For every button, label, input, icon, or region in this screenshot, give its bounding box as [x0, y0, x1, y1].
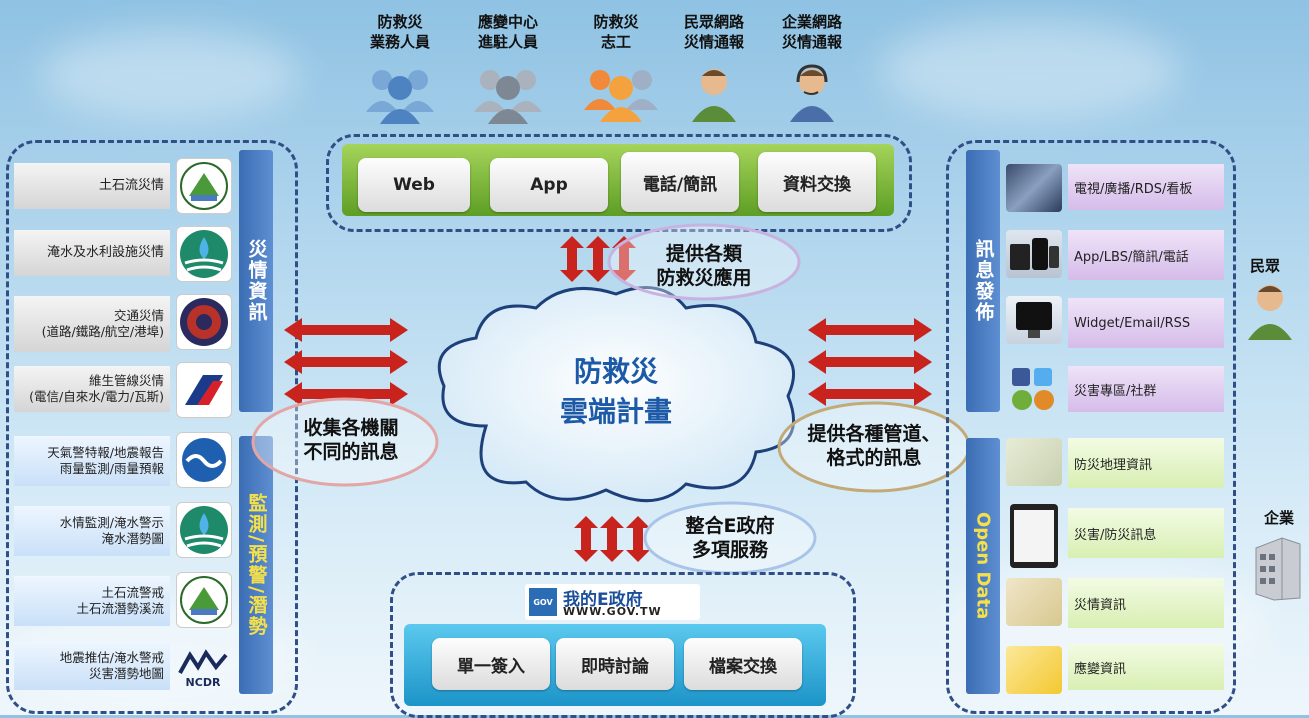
background-cloud — [880, 20, 1180, 120]
people-group-icon — [366, 70, 434, 124]
bottom-vertical-arrows — [574, 516, 650, 562]
person-icon — [692, 69, 736, 122]
social-media-icon — [1006, 366, 1062, 414]
role-label: 應變中心 進駐人員 — [477, 13, 538, 51]
enterprise-label: 企業 — [1263, 509, 1294, 527]
right-item: 應變資訊 — [1068, 644, 1224, 690]
right-item: 電視/廣播/RDS/看板 — [1068, 164, 1224, 210]
egov-title: 我的E政府 — [563, 590, 643, 610]
headset-operator-icon — [790, 64, 834, 122]
central-cloud — [437, 286, 796, 503]
left-item: 水情監測/淹水警示淹水潛勢圖 — [14, 506, 170, 556]
ncdr-logo-icon: NCDR — [176, 640, 230, 694]
left-item: 土石流災情 — [14, 163, 170, 209]
background-cloud — [40, 30, 300, 120]
left-item: 維生管線災情(電信/自來水/電力/瓦斯) — [14, 366, 170, 412]
left-callout-ellipse — [251, 397, 439, 487]
left-callout-text: 收集各機關 不同的訊息 — [303, 417, 399, 463]
open-data-bar-text: Open Data — [972, 512, 994, 620]
monitoring-bar: 監測/預警/潛勢 — [239, 436, 273, 694]
right-dashed-group — [946, 140, 1236, 714]
disaster-map-icon — [1006, 578, 1062, 626]
ncdr-text: NCDR — [186, 676, 221, 689]
role-label: 企業網路 災情通報 — [781, 13, 842, 51]
water-resources-icon — [176, 226, 232, 282]
disaster-info-bar: 災情資訊 — [239, 150, 273, 412]
open-data-bar: Open Data — [966, 438, 1000, 694]
utility-logo-icon — [176, 362, 232, 418]
right-item: App/LBS/簡訊/電話 — [1068, 230, 1224, 280]
right-item: 災害專區/社群 — [1068, 366, 1224, 412]
bottom-callout-text: 整合E政府 多項服務 — [685, 515, 775, 561]
left-item: 淹水及水利設施災情 — [14, 230, 170, 276]
single-sign-on-button[interactable]: 單一簽入 — [432, 638, 550, 690]
monitoring-bar-text: 監測/預警/潛勢 — [245, 493, 268, 637]
egov-url: WWW.GOV.TW — [563, 605, 662, 618]
info-release-bar: 訊息發佈 — [966, 150, 1000, 412]
map-thumbnail-icon — [1006, 438, 1062, 486]
swcb-seal-icon — [176, 158, 232, 214]
right-bidirectional-arrows — [808, 318, 932, 406]
people-group-icon — [474, 70, 542, 124]
channel-app-button[interactable]: App — [490, 158, 608, 212]
channel-phone-sms-button[interactable]: 電話/簡訊 — [621, 152, 739, 212]
transport-ministry-icon — [176, 294, 232, 350]
public-label: 民眾 — [1249, 257, 1280, 275]
tv-broadcast-icon — [1006, 164, 1062, 212]
top-callout-text: 提供各類 防救災應用 — [656, 243, 752, 289]
left-bidirectional-arrows — [284, 318, 408, 406]
right-item: 災害/防災訊息 — [1068, 508, 1224, 558]
right-item: Widget/Email/RSS — [1068, 298, 1224, 348]
swcb-seal-icon — [176, 572, 232, 628]
mobile-devices-icon — [1006, 230, 1062, 278]
person-icon — [1248, 285, 1292, 340]
left-dashed-group — [6, 140, 298, 714]
egov-logo: GOV 我的E政府 WWW.GOV.TW — [525, 584, 700, 620]
disaster-info-bar-text: 災情資訊 — [245, 239, 268, 323]
response-map-icon — [1006, 646, 1062, 694]
channel-web-button[interactable]: Web — [358, 158, 470, 212]
office-building-icon — [1255, 537, 1301, 601]
gov-tag: GOV — [529, 588, 557, 616]
left-item: 交通災情(道路/鐵路/航空/港埠) — [14, 296, 170, 352]
channel-data-exchange-button[interactable]: 資料交換 — [758, 152, 876, 212]
channels-dashed-group — [326, 134, 912, 232]
left-item: 土石流警戒土石流潛勢溪流 — [14, 576, 170, 626]
left-item: 天氣警特報/地震報告雨量監測/雨量預報 — [14, 436, 170, 486]
cloud-title: 防救災 雲端計畫 — [559, 355, 672, 428]
role-label: 民眾網路 災情通報 — [683, 13, 744, 51]
role-label: 防救災 志工 — [593, 13, 639, 51]
right-item: 防災地理資訊 — [1068, 438, 1224, 488]
left-item: 地震推估/淹水警戒災害潛勢地圖 — [14, 642, 170, 690]
file-exchange-button[interactable]: 檔案交換 — [684, 638, 802, 690]
weather-bureau-icon — [176, 432, 232, 488]
instant-discussion-button[interactable]: 即時討論 — [556, 638, 674, 690]
top-callout-ellipse — [607, 223, 801, 301]
desktop-computer-icon — [1006, 296, 1062, 344]
phone-message-icon — [1010, 504, 1058, 568]
info-release-bar-text: 訊息發佈 — [972, 239, 995, 323]
right-item: 災情資訊 — [1068, 578, 1224, 628]
role-label: 防救災 業務人員 — [369, 13, 430, 51]
right-callout-text: 提供各種管道、 格式的訊息 — [807, 423, 941, 469]
people-group-icon — [584, 70, 658, 122]
water-resources-icon — [176, 502, 232, 558]
